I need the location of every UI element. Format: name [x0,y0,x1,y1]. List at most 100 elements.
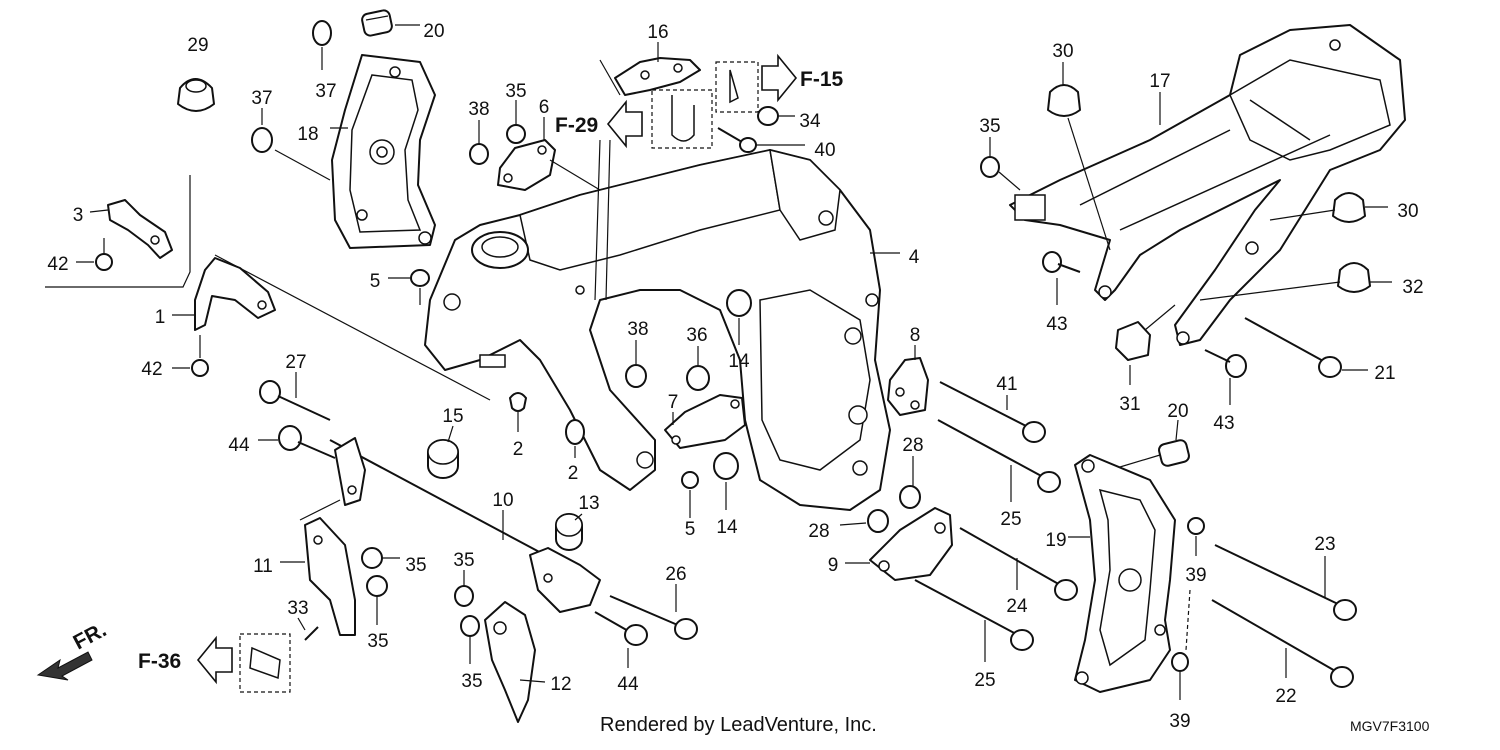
part-24-bolt [959,527,1078,601]
callout-c6: 6 [539,97,550,118]
part-28-collars [839,456,921,533]
callout-c36: 36 [686,325,707,346]
callout-c14b: 14 [716,517,738,538]
part-22-bolt [1211,599,1354,688]
callout-c5a: 5 [370,271,381,292]
callout-c2a: 2 [513,439,524,460]
part-36-collar [686,346,710,391]
callout-c41: 41 [996,374,1017,395]
callout-c15: 15 [442,406,463,427]
part-2-rubbers [509,392,585,458]
callout-c28a: 28 [902,435,923,456]
callout-c39b: 39 [1169,711,1190,732]
callout-c17: 17 [1149,71,1170,92]
part-14-spacers [713,289,752,510]
callout-c30a: 30 [1052,41,1073,62]
part-12-bracket [484,601,546,723]
part-41-bolt [939,381,1046,443]
part-30-clamp-top [1047,62,1111,251]
callout-c32: 32 [1402,277,1423,298]
part-32-clamp [1199,262,1392,301]
part-17-rear-subframe [1009,24,1406,346]
callout-c37b: 37 [251,88,272,109]
callout-c14a: 14 [728,351,750,372]
callout-c9: 9 [828,555,839,576]
callout-c26: 26 [665,564,686,585]
part-43-bolt-left [1042,251,1081,305]
callout-c23: 23 [1314,534,1335,555]
callout-c44b: 44 [617,674,639,695]
part-10-rod [329,437,601,613]
callout-c13: 13 [578,493,599,514]
part-16-dashed-details [651,61,759,149]
part-25-bolt-lower [914,579,1034,662]
callout-c39a: 39 [1185,565,1206,586]
part-35-nuts-lower [361,547,480,664]
callout-c35c: 35 [405,555,426,576]
part-31-clamp [1115,304,1176,385]
callout-c35a: 35 [505,81,526,102]
callout-c37a: 37 [315,81,336,102]
part-20-rubber-right [1109,419,1190,471]
diagram-code: MGV7F3100 [1350,718,1430,734]
part-13-spacer [555,513,583,551]
callout-c25b: 25 [974,670,995,691]
part-35-nut-right [980,137,1021,191]
part-4-main-frame [424,148,900,511]
part-43-bolt-right [1204,349,1247,405]
part-11-bracket [280,499,356,636]
callout-c38a: 38 [468,99,489,120]
ref-f15-arrow [761,53,798,103]
callout-c5b: 5 [685,519,696,540]
callout-c16: 16 [647,22,668,43]
callout-c21: 21 [1374,363,1395,384]
ref-f36-arrow [196,633,291,693]
part-7-bracket [664,394,746,449]
callout-c30b: 30 [1397,201,1418,222]
part-1-bracket [172,254,491,401]
callout-labels: 1223455678910111213141415161718192020212… [47,21,1423,732]
part-25-bolt-upper [937,419,1061,502]
front-label: FR. [70,618,111,654]
callout-c3: 3 [73,205,84,226]
part-38-collar-top [469,120,489,165]
callout-c35e: 35 [453,550,474,571]
part-30-clamp-right [1269,192,1388,223]
callout-c35b: 35 [979,116,1000,137]
callout-c11: 11 [253,556,273,577]
part-44-bolt-right [594,611,648,668]
front-arrow-icon [36,651,93,681]
ref-f15-label: F-15 [800,68,844,91]
callout-c28b: 28 [808,521,829,542]
callout-c25a: 25 [1000,509,1021,530]
callout-c35d: 35 [367,631,388,652]
callout-c31: 31 [1119,394,1140,415]
callout-c38b: 38 [627,319,648,340]
callout-c10: 10 [492,490,513,511]
part-21-bolt [1244,317,1368,378]
callout-c1: 1 [155,307,166,328]
callout-c43b: 43 [1213,413,1234,434]
callout-c22: 22 [1275,686,1296,707]
callout-c2b: 2 [568,463,579,484]
ref-f29-label: F-29 [555,114,598,137]
part-29-clamp [177,78,215,112]
callout-c40: 40 [814,140,835,161]
part-6-bracket [497,117,601,191]
callout-c44a: 44 [228,435,250,456]
callout-c33: 33 [287,598,308,619]
part-23-bolt [1214,544,1357,621]
part-8-bracket [887,345,929,416]
part-27-bolt [259,372,331,421]
callout-c18: 18 [297,124,318,145]
callout-c19: 19 [1045,530,1066,551]
callout-c12: 12 [550,674,571,695]
part-37-collars [251,20,332,181]
callout-c35f: 35 [461,671,482,692]
callout-c7: 7 [668,392,679,413]
callout-c4: 4 [909,247,920,268]
callout-c43a: 43 [1046,314,1067,335]
callout-c8: 8 [910,325,921,346]
callout-c34: 34 [799,111,821,132]
